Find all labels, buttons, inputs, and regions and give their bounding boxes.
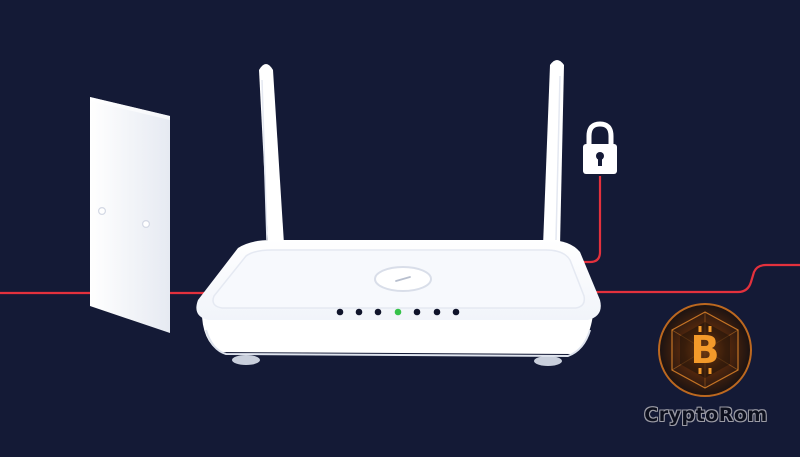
status-led-4 (394, 308, 402, 316)
brand-watermark: CryptoRom (644, 404, 768, 426)
status-led-6 (433, 308, 441, 316)
status-led-1 (336, 308, 344, 316)
status-led-3 (374, 308, 382, 316)
network-cable-lock (576, 176, 602, 264)
status-led-5 (413, 308, 421, 316)
network-cable-right (586, 263, 800, 294)
wall-panel (90, 97, 170, 333)
status-led-7 (452, 308, 460, 316)
wifi-router (196, 240, 601, 366)
padlock-icon (583, 121, 617, 174)
router-antenna-right (543, 60, 564, 246)
coin-symbol: B (691, 328, 720, 372)
status-led-2 (355, 308, 363, 316)
router-antenna-left (259, 64, 284, 244)
bitcoin-icon: B (658, 303, 752, 397)
